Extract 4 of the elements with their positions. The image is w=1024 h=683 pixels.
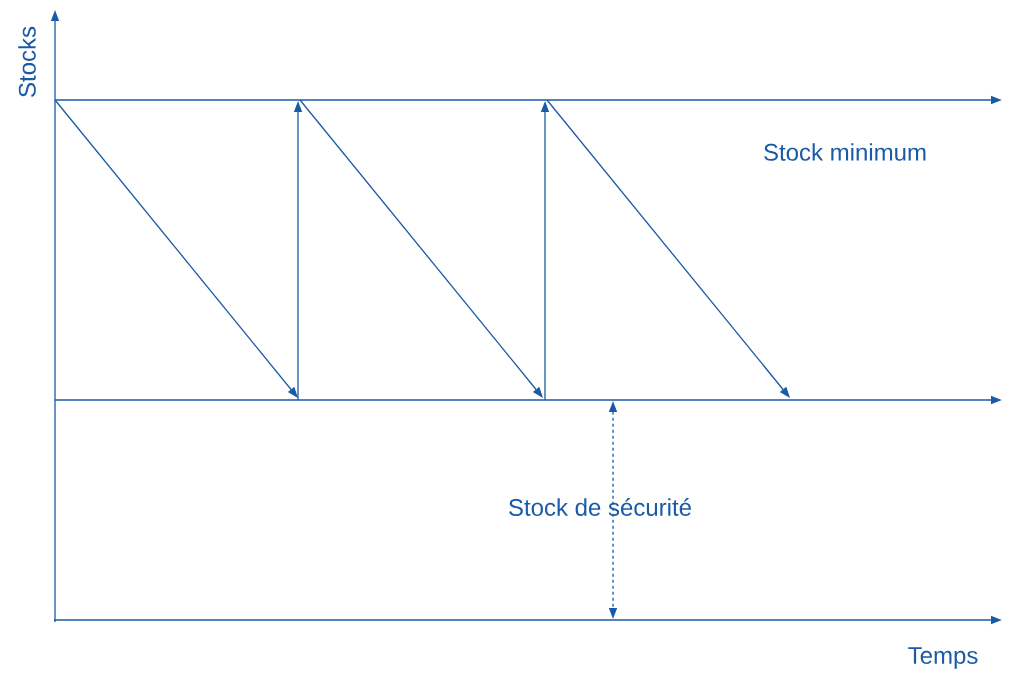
level-label: Stock de sécurité: [509, 498, 691, 516]
axis-label: Temps: [908, 647, 978, 669]
axis-label: Stocks: [18, 26, 36, 97]
level-label: Stock minimum: [764, 143, 926, 161]
